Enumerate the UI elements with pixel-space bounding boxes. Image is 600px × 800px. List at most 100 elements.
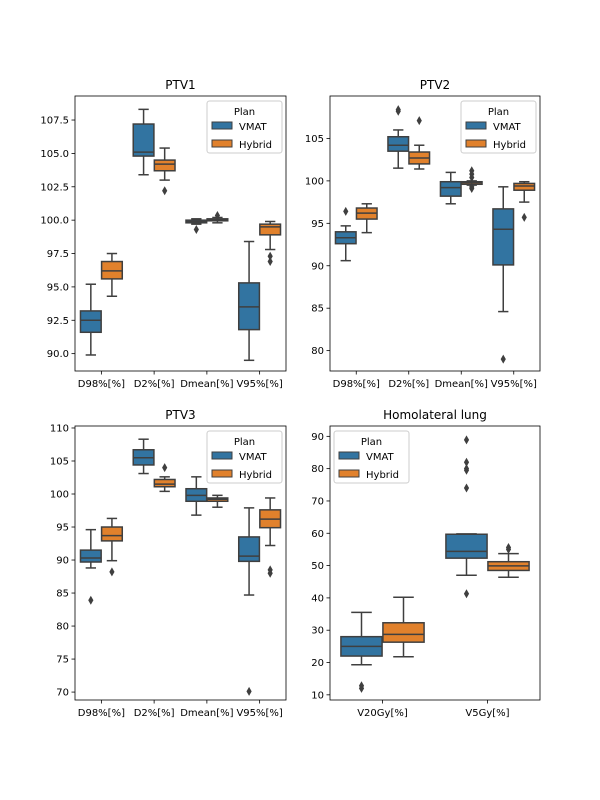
x-tick-label: D98%[%] [78, 379, 125, 390]
y-tick-label: 75 [56, 655, 69, 666]
outlier-marker [88, 595, 94, 605]
x-tick-label: D2%[%] [134, 379, 175, 390]
box-hybrid [153, 147, 176, 196]
chart-panel: Homolateral lung102030405060708090V20Gy[… [311, 408, 541, 719]
outlier-marker [358, 681, 365, 691]
outlier-marker [463, 435, 470, 445]
legend-label-vmat: VMAT [239, 122, 268, 133]
axes-frame [329, 425, 541, 701]
y-tick-label: 90.0 [47, 349, 69, 360]
box-hybrid [460, 166, 483, 194]
outlier-marker [469, 182, 475, 192]
legend-swatch-vmat [211, 121, 233, 130]
y-tick-label: 105 [305, 134, 324, 145]
box-hybrid [100, 252, 124, 297]
legend-label-vmat: VMAT [366, 452, 395, 463]
outlier-marker [500, 354, 506, 364]
outlier-marker [521, 212, 527, 222]
outlier-marker [267, 257, 273, 267]
box-vmat [79, 283, 102, 356]
y-tick-label: 105.0 [40, 149, 69, 160]
outlier-marker [193, 224, 199, 234]
chart-panel: PTV190.092.595.097.5100.0102.5105.0107.5… [40, 78, 287, 390]
axes-frame [74, 425, 287, 701]
box-vmat [132, 438, 155, 475]
y-tick-label: 97.5 [47, 249, 69, 260]
legend-label-vmat: VMAT [493, 122, 522, 133]
chart-title: Homolateral lung [383, 408, 487, 422]
box-iqr [259, 223, 282, 236]
y-tick-label: 95 [311, 219, 324, 230]
box-iqr [79, 310, 102, 334]
x-tick-label: V5Gy[%] [465, 708, 509, 719]
box-hybrid [206, 494, 229, 508]
box-hybrid [355, 203, 378, 234]
series-hybrid [355, 116, 536, 234]
box-hybrid [259, 220, 282, 267]
box-iqr [100, 526, 124, 542]
y-tick-label: 80 [311, 464, 324, 475]
series-hybrid [100, 147, 282, 297]
axes-frame [329, 95, 541, 372]
y-tick-label: 95.0 [47, 282, 69, 293]
x-tick-label: V95%[%] [236, 379, 282, 390]
chart-panel: PTV280859095100105D98%[%]D2%[%]Dmean[%]V… [305, 78, 541, 390]
y-tick-label: 90 [56, 556, 69, 567]
box-iqr [79, 549, 102, 563]
series-vmat [340, 435, 488, 693]
y-tick-label: 70 [56, 688, 69, 699]
box-iqr [153, 159, 176, 172]
legend-swatch-hybrid [338, 469, 360, 478]
box-vmat [387, 105, 410, 169]
box-hybrid [382, 596, 425, 658]
box-hybrid [408, 116, 431, 170]
outlier-marker [469, 172, 475, 182]
y-tick-label: 90 [311, 432, 324, 443]
box-vmat [340, 611, 383, 693]
legend-swatch-hybrid [465, 139, 487, 148]
x-tick-label: D98%[%] [78, 708, 125, 719]
box-hybrid [153, 463, 176, 493]
x-tick-label: Dmean[%] [435, 379, 488, 390]
series-hybrid [100, 463, 282, 578]
outlier-marker [343, 206, 349, 216]
legend-label-vmat: VMAT [239, 452, 268, 463]
box-iqr [153, 478, 176, 488]
legend-label-hybrid: Hybrid [493, 140, 526, 151]
x-tick-label: D2%[%] [388, 379, 429, 390]
legend-label-hybrid: Hybrid [239, 470, 272, 481]
y-tick-label: 30 [311, 626, 324, 637]
outlier-marker [395, 105, 401, 115]
chart-panel: PTV3707580859095100105110D98%[%]D2%[%]Dm… [50, 408, 287, 719]
outlier-marker [214, 210, 221, 220]
axes-frame [74, 95, 287, 372]
x-tick-label: Dmean[%] [180, 379, 233, 390]
outlier-marker [267, 568, 273, 578]
box-iqr [387, 135, 410, 152]
y-tick-label: 60 [311, 529, 324, 540]
y-tick-label: 50 [311, 561, 324, 572]
box-hybrid [513, 180, 536, 222]
legend-label-hybrid: Hybrid [239, 140, 272, 151]
legend-title: Plan [234, 107, 255, 118]
chart-title: PTV2 [420, 78, 450, 92]
outlier-marker [416, 116, 422, 126]
series-vmat [334, 105, 515, 364]
y-tick-label: 80 [56, 622, 69, 633]
y-tick-label: 105 [50, 456, 69, 467]
series-vmat [79, 438, 261, 696]
chart-title: PTV1 [165, 78, 195, 92]
box-vmat [334, 206, 357, 262]
y-tick-label: 20 [311, 658, 324, 669]
x-tick-label: D2%[%] [134, 708, 175, 719]
legend-title: Plan [488, 107, 509, 118]
box-vmat [185, 476, 208, 516]
box-iqr [513, 182, 536, 191]
box-vmat [237, 240, 261, 362]
y-tick-label: 70 [311, 496, 324, 507]
outlier-marker [267, 251, 273, 261]
y-tick-label: 102.5 [40, 182, 69, 193]
